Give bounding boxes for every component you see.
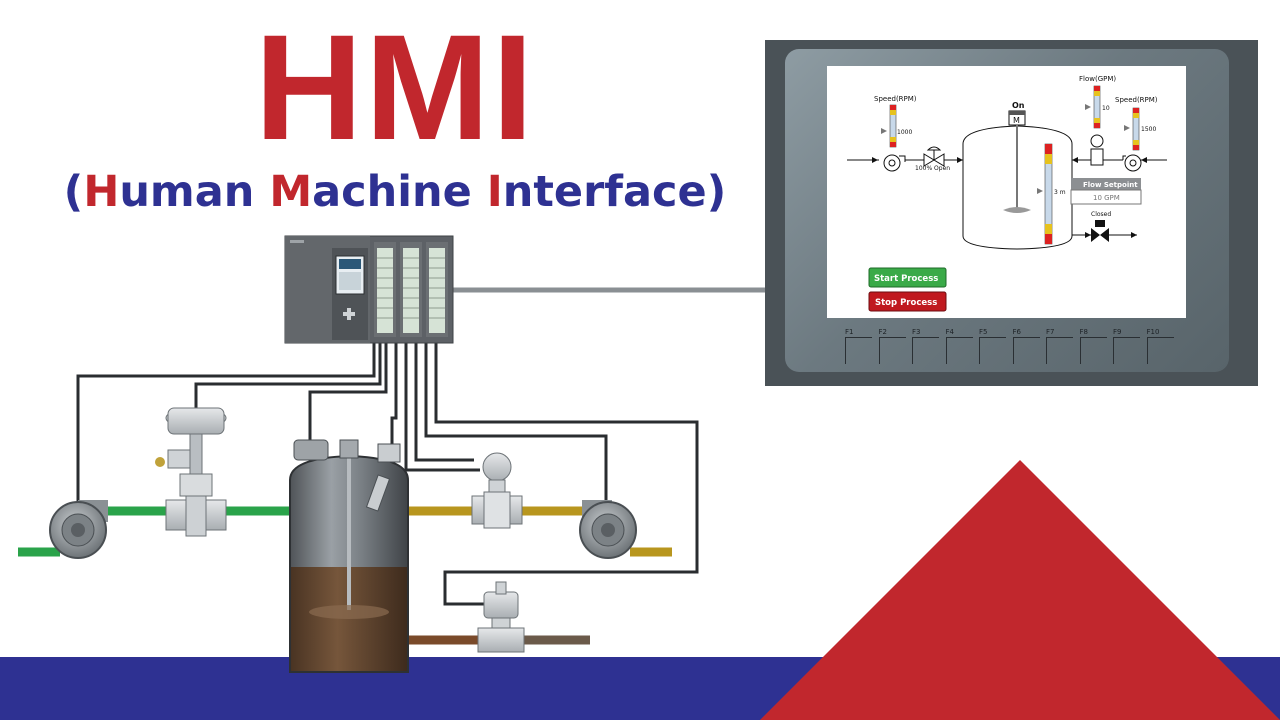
function-key-f1[interactable] [845,337,872,364]
function-key-label: F8 [1079,328,1088,336]
flow-setpoint-title: Flow Setpoint [1083,181,1138,189]
solenoid-status: Closed [1091,211,1111,218]
start-process-label: Start Process [874,274,938,284]
motor-label: M [1013,116,1020,125]
speed-right-label: Speed(RPM) [1115,96,1158,104]
flow-label: Flow(GPM) [1079,75,1116,83]
hmi-left-pump-symbol [883,154,901,172]
control-valve [155,407,227,537]
subtitle-open: ( [63,167,84,217]
valve-open-label: 100% Open [915,165,950,172]
flow-setpoint-header [1071,178,1141,190]
function-key-f6[interactable] [1012,337,1040,364]
hmi-screen: Speed(RPM) 1000 100% Open [827,66,1186,318]
function-key-f9[interactable] [1113,337,1140,364]
flow-pointer [1085,104,1091,110]
subtitle-i: I [486,167,503,217]
left-pump [49,500,108,559]
subtitle-uman: uman [119,167,270,217]
start-process-button[interactable]: Start Process [868,267,947,288]
subtitle-achine: achine [312,167,487,217]
right-pump [579,500,637,559]
function-key-label: F4 [945,328,954,336]
plc-controller [284,235,454,344]
subtitle-nterface: nterface) [502,167,727,217]
hmi-control-valve-symbol [923,153,935,167]
function-key-label: F10 [1146,328,1160,336]
function-key-f10[interactable] [1146,337,1174,364]
function-key-label: F7 [1046,328,1055,336]
flow-meter [471,452,523,529]
speed-right-value: 1500 [1141,126,1156,133]
flow-setpoint-input[interactable] [1070,189,1142,205]
subtitle: (Human Machine Interface) [0,162,790,222]
hmi-panel: Speed(RPM) 1000 100% Open [765,40,1258,386]
function-key-f7[interactable] [1046,337,1073,364]
subtitle-h: H [83,167,120,217]
flow-value: 10 [1102,105,1110,112]
hmi-graphics: Speed(RPM) 1000 100% Open [847,75,1167,312]
function-key-label: F6 [1012,328,1021,336]
stop-process-button[interactable]: Stop Process [868,291,947,312]
function-key-label: F5 [979,328,988,336]
field-wiring [76,342,699,606]
hmi-right-pump-symbol [1124,154,1142,172]
main-title: HMI [254,3,536,171]
speed-left-pointer [881,128,887,134]
function-key-f8[interactable] [1079,337,1107,364]
function-key-label: F2 [878,328,887,336]
solenoid-valve [477,581,525,653]
function-key-f4[interactable] [945,337,973,364]
speed-left-value: 1000 [897,129,912,136]
function-key-label: F1 [845,328,854,336]
stop-process-label: Stop Process [875,298,937,308]
mixing-tank [289,439,409,673]
level-value: 3 m [1054,189,1066,196]
red-triangle-decoration [760,460,1280,720]
motor-status: On [1012,101,1025,110]
function-key-label: F9 [1113,328,1122,336]
function-key-f5[interactable] [979,337,1006,364]
hmi-flow-meter-symbol [1090,134,1104,148]
function-key-f3[interactable] [912,337,939,364]
flow-setpoint-value: 10 GPM [1093,194,1120,202]
subtitle-m: M [269,167,313,217]
level-pointer [1037,188,1043,194]
speed-right-pointer [1124,125,1130,131]
function-key-label: F3 [912,328,921,336]
speed-left-label: Speed(RPM) [874,95,917,103]
hmi-solenoid-symbol [1095,220,1105,227]
function-key-f2[interactable] [878,337,906,364]
